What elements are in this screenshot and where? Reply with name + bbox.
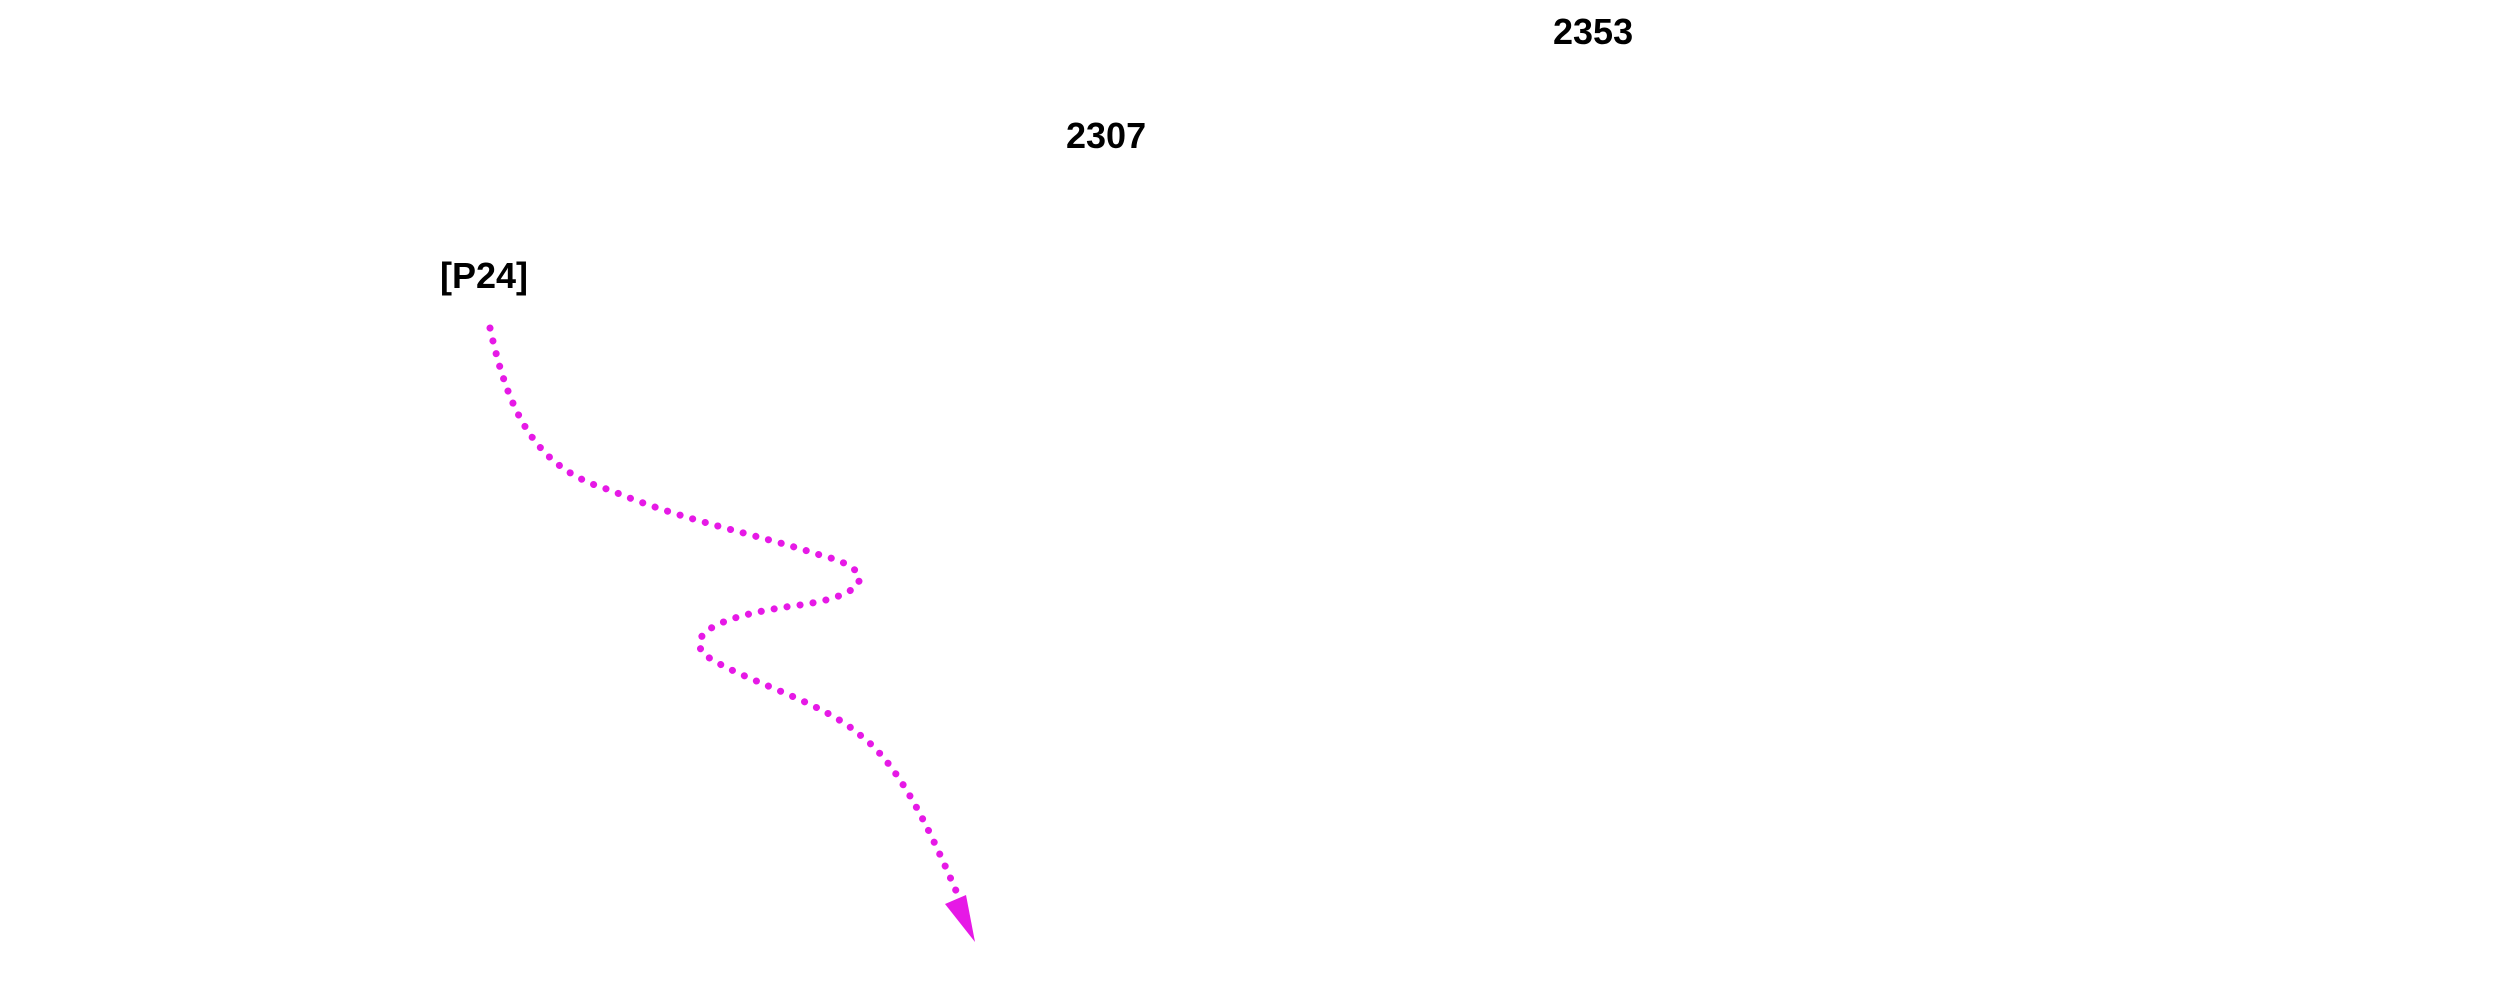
- source-tag-label: [P24]: [440, 255, 529, 296]
- dotted-wavy-path: [486, 324, 964, 904]
- node-label-2353: 2353: [1553, 11, 1634, 52]
- arrowhead-icon: [945, 895, 975, 942]
- node-label-2307: 2307: [1066, 115, 1147, 156]
